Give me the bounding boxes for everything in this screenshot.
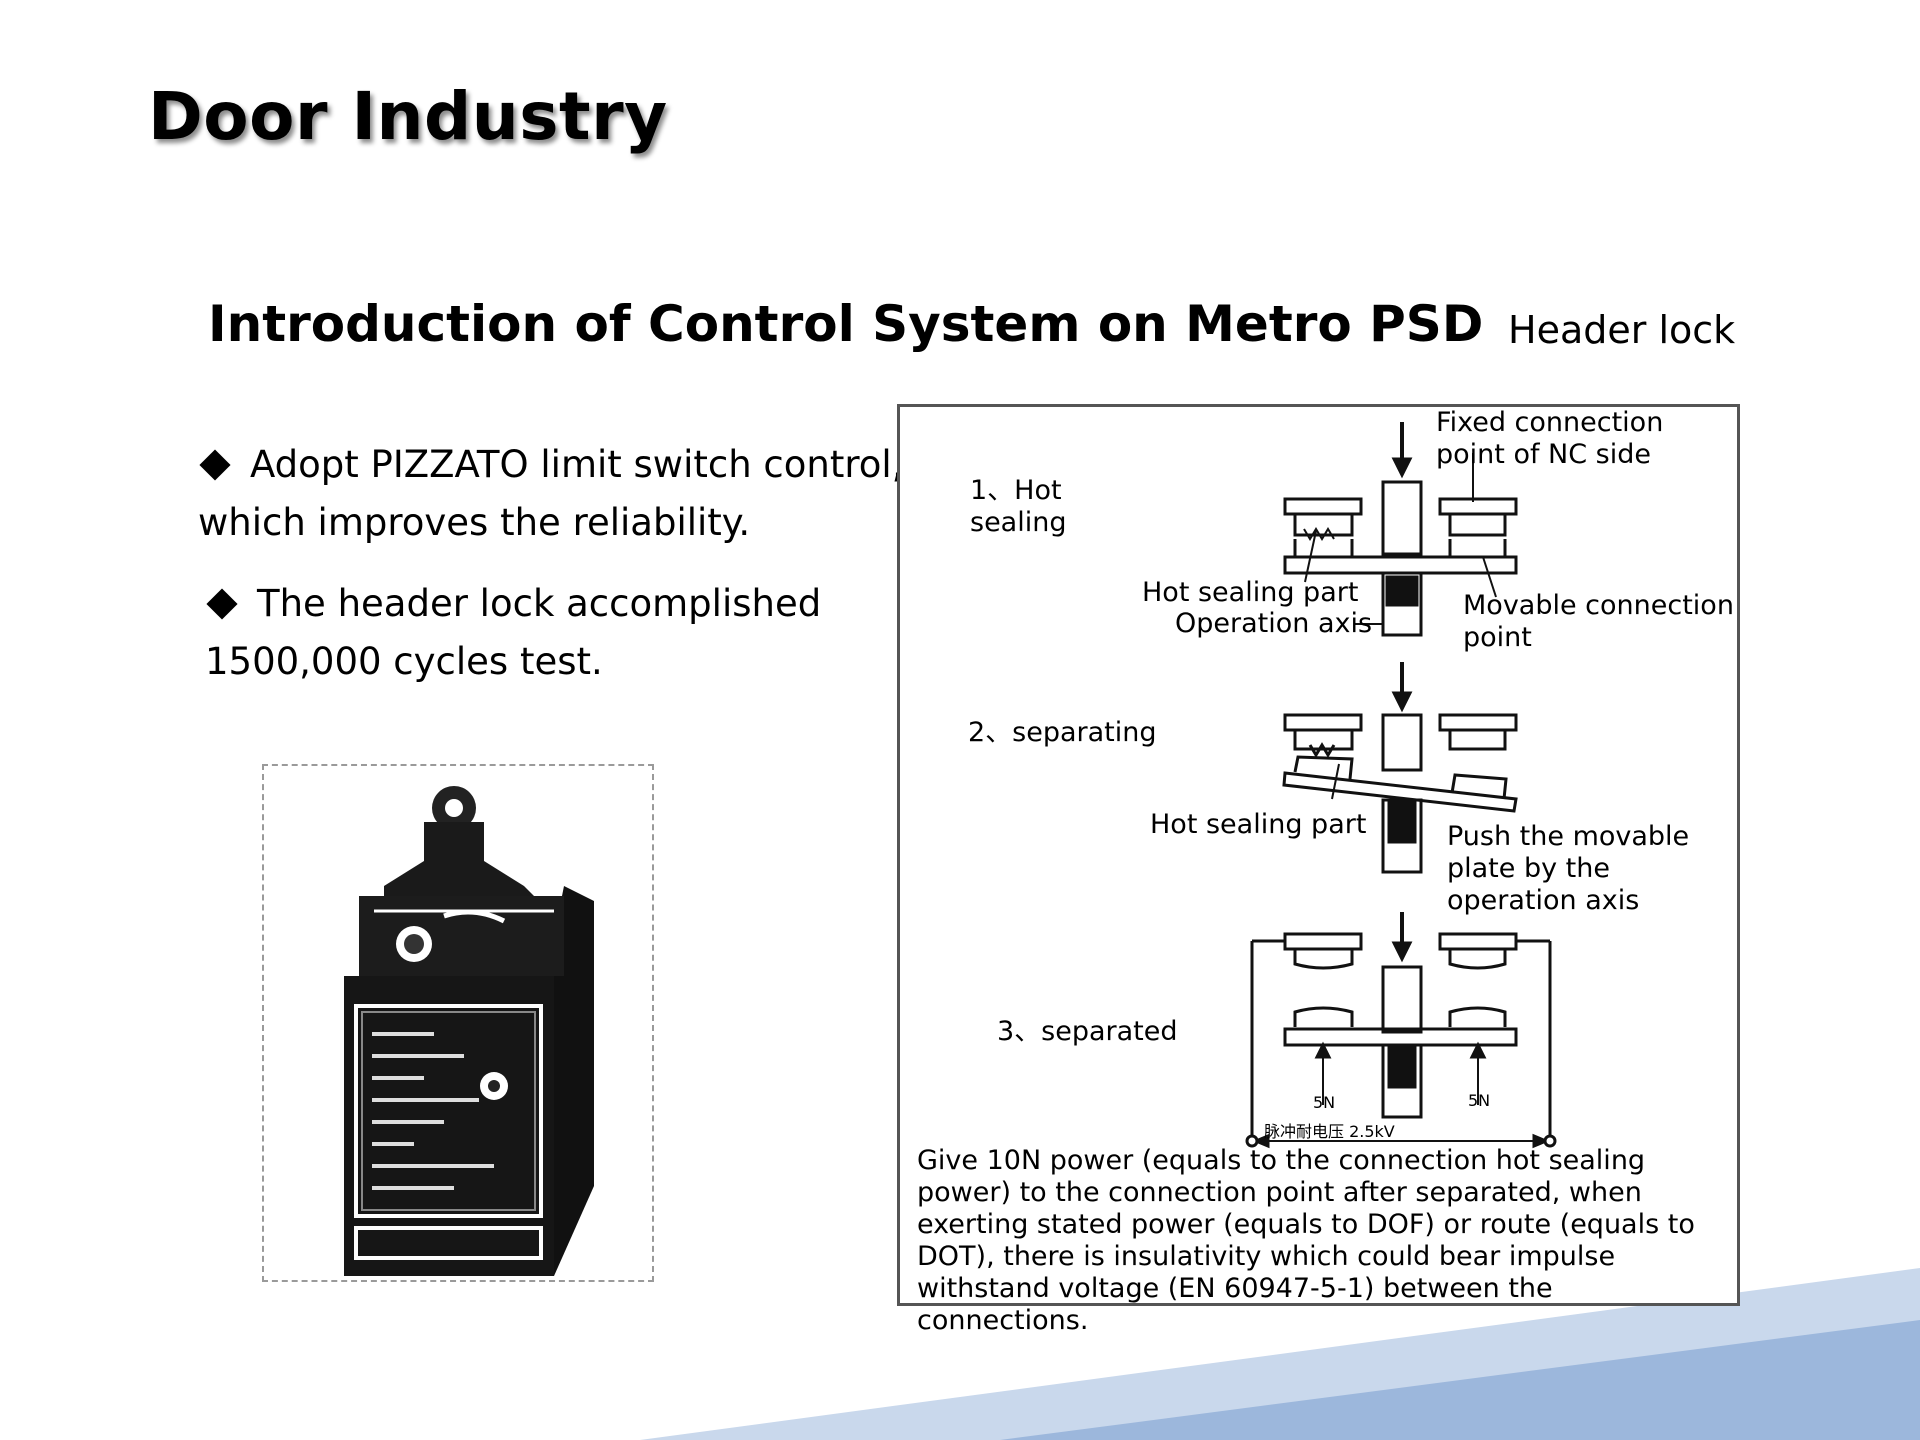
- hot-sealing-part-label-2: Hot sealing part: [1150, 809, 1367, 840]
- stage-1-label: 1、Hot sealing: [970, 475, 1067, 538]
- section-subtitle: Introduction of Control System on Metro …: [208, 295, 1484, 353]
- push-plate-label: Push the movable plate by the operation …: [1447, 821, 1690, 916]
- stage-3-label: 3、separated: [997, 1016, 1178, 1047]
- header-lock-label: Header lock: [1508, 308, 1736, 352]
- diagram-note: Give 10N power (equals to the connection…: [917, 1145, 1695, 1336]
- diamond-bullet-icon: [206, 587, 238, 620]
- limit-switch-photo: [262, 764, 654, 1282]
- diamond-bullet-icon: [199, 448, 231, 481]
- bullet-2-line-2: 1500,000 cycles test.: [205, 640, 603, 683]
- slide-title: Door Industry: [148, 78, 668, 155]
- operation-axis-label: Operation axis: [1175, 608, 1373, 639]
- stage-2-label: 2、separating: [968, 717, 1157, 748]
- movable-connection-label: Movable connection point: [1463, 590, 1734, 653]
- header-lock-diagram: 1、Hot sealing Fixed connection point of …: [897, 404, 1740, 1336]
- bullet-item-1: Adopt PIZZATO limit switch control, whic…: [198, 436, 903, 552]
- contact-mechanism-drawing: [1245, 422, 1557, 1149]
- bullet-item-2: The header lock accomplished: [205, 575, 821, 633]
- force-left-label: 5N: [1313, 1093, 1336, 1112]
- hot-sealing-part-label-1: Hot sealing part: [1142, 577, 1359, 608]
- impulse-voltage-label: 脉冲耐电压 2.5kV: [1264, 1122, 1395, 1141]
- bullet-2-line-1: The header lock accomplished: [257, 582, 822, 625]
- bullet-1-line-1: Adopt PIZZATO limit switch control,: [250, 443, 904, 486]
- fixed-connection-label: Fixed connection point of NC side: [1436, 407, 1664, 470]
- wedge-dark: [1000, 1320, 1920, 1440]
- limit-switch-illustration: [344, 786, 594, 1276]
- bullet-1-line-2: which improves the reliability.: [198, 501, 751, 544]
- force-right-label: 5N: [1468, 1091, 1491, 1110]
